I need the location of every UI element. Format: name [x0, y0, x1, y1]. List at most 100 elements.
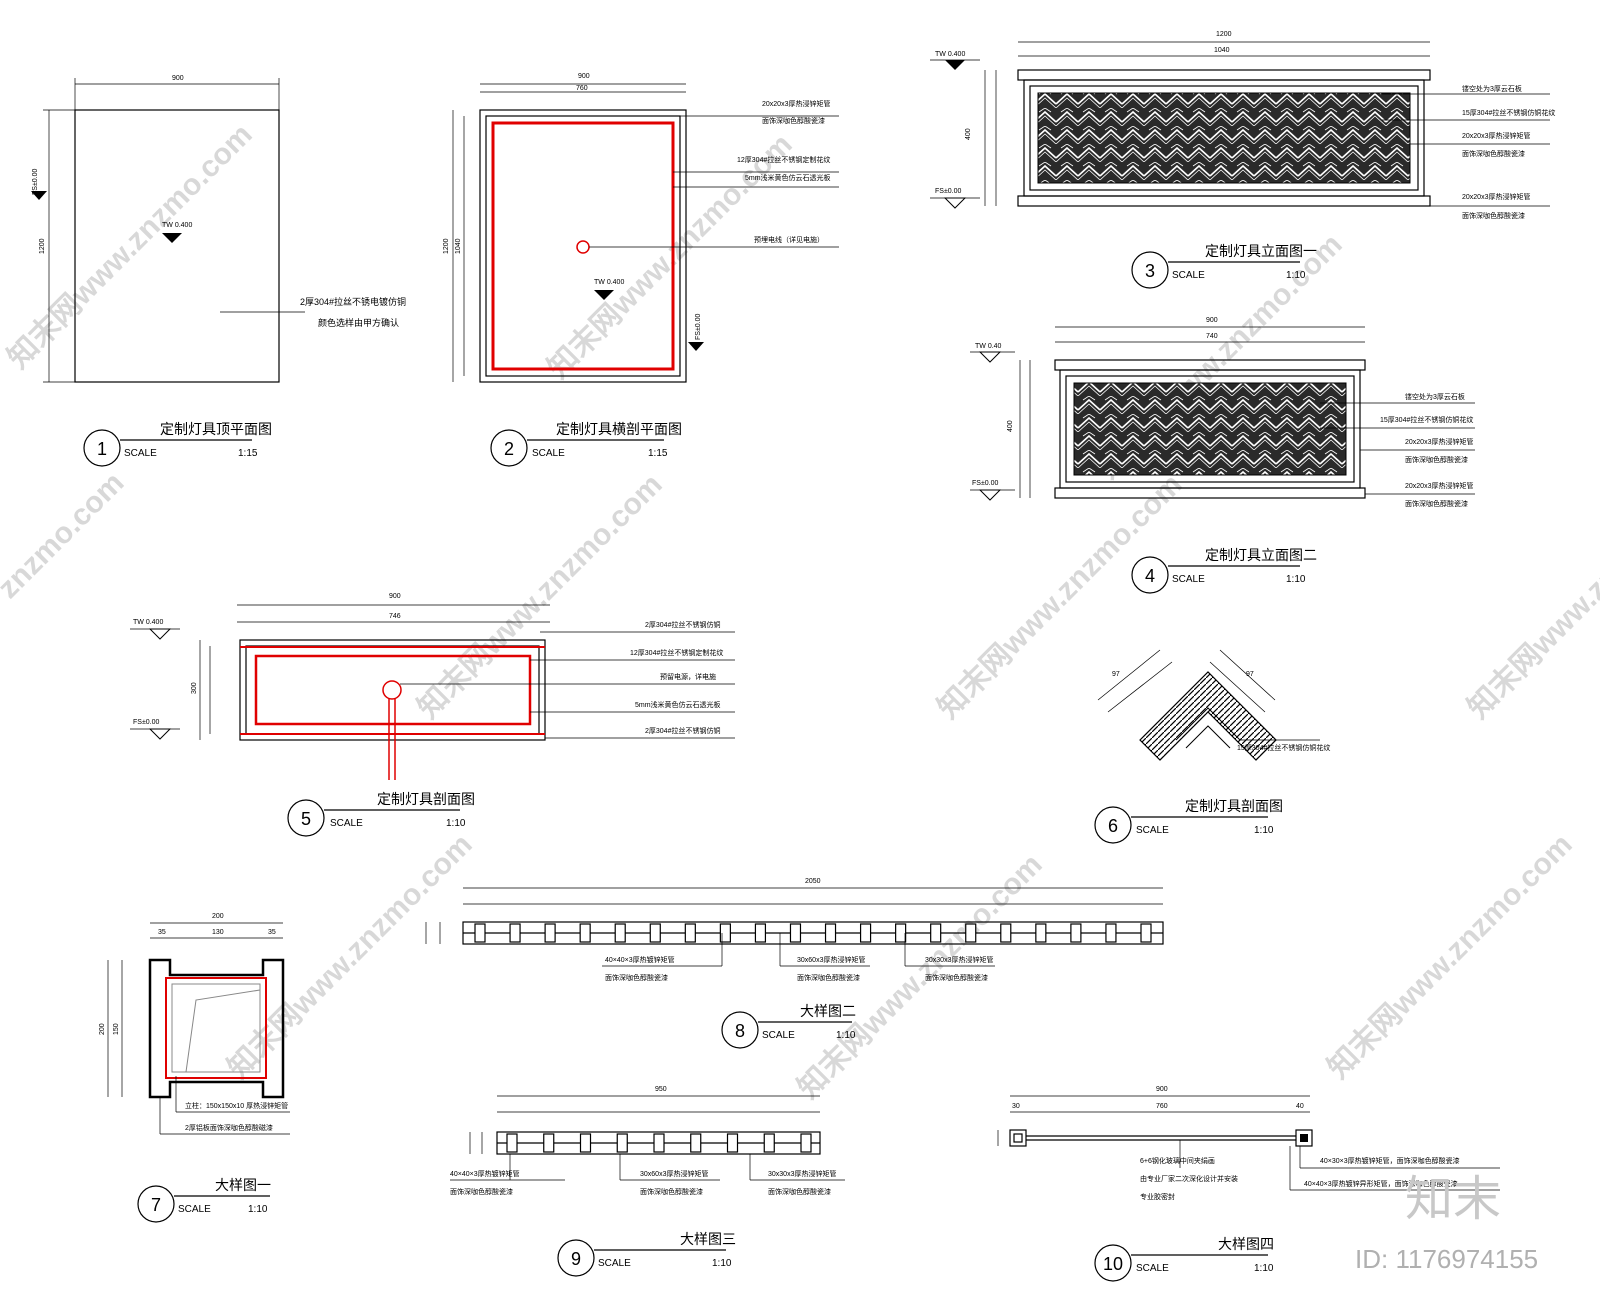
svg-text:面饰深咖色醇酸瓷漆: 面饰深咖色醇酸瓷漆	[1405, 455, 1468, 464]
post-block	[754, 923, 767, 943]
svg-text:15厚304#拉丝不锈钢仿铜花纹: 15厚304#拉丝不锈钢仿铜花纹	[1380, 415, 1473, 424]
post-row	[474, 923, 1152, 943]
svg-text:5: 5	[301, 809, 311, 829]
post-row	[506, 1133, 812, 1153]
svg-text:面饰深咖色醇酸瓷漆: 面饰深咖色醇酸瓷漆	[640, 1187, 703, 1196]
svg-text:面饰深咖色醇酸瓷漆: 面饰深咖色醇酸瓷漆	[768, 1187, 831, 1196]
svg-text:面饰深咖色醇酸瓷漆: 面饰深咖色醇酸瓷漆	[1462, 211, 1525, 220]
svg-text:97: 97	[1112, 671, 1120, 678]
svg-text:预留电源，详电施: 预留电源，详电施	[660, 672, 716, 681]
svg-text:400: 400	[965, 128, 972, 140]
svg-text:900: 900	[578, 73, 590, 80]
svg-text:预埋电线（详见电施）: 预埋电线（详见电施）	[754, 235, 824, 244]
svg-text:1:10: 1:10	[712, 1258, 732, 1269]
post-block	[579, 1133, 592, 1153]
svg-text:SCALE: SCALE	[124, 448, 157, 459]
svg-text:面饰深咖色醇酸瓷漆: 面饰深咖色醇酸瓷漆	[450, 1187, 513, 1196]
post-block	[474, 923, 486, 943]
svg-text:12厚304#拉丝不锈钢定制花纹: 12厚304#拉丝不锈钢定制花纹	[737, 155, 830, 164]
post-block	[965, 923, 977, 943]
svg-text:2厚铝板面饰深咖色醇酸磁漆: 2厚铝板面饰深咖色醇酸磁漆	[185, 1123, 273, 1132]
svg-text:15厚304#拉丝不锈钢仿铜花纹: 15厚304#拉丝不锈钢仿铜花纹	[1237, 743, 1330, 752]
svg-text:1:15: 1:15	[648, 448, 668, 459]
svg-text:200: 200	[99, 1023, 106, 1035]
svg-text:FS±0.00: FS±0.00	[695, 313, 702, 340]
svg-text:TW 0.40: TW 0.40	[975, 343, 1002, 350]
note: 颜色选样由甲方确认	[318, 317, 399, 328]
svg-text:FS±0.00: FS±0.00	[972, 480, 999, 487]
svg-text:300: 300	[191, 682, 198, 694]
post-block	[789, 923, 802, 943]
svg-text:SCALE: SCALE	[1136, 1263, 1169, 1274]
svg-text:SCALE: SCALE	[1172, 270, 1205, 281]
svg-text:TW 0.400: TW 0.400	[133, 619, 163, 626]
svg-text:定制灯具横剖平面图: 定制灯具横剖平面图	[556, 421, 682, 437]
svg-text:4: 4	[1145, 566, 1155, 586]
svg-text:大样图三: 大样图三	[680, 1231, 736, 1247]
svg-text:大样图一: 大样图一	[215, 1177, 271, 1193]
post-block	[653, 1133, 665, 1153]
watermark: 知末网www.znzmo.com	[1322, 828, 1579, 1085]
svg-text:1200: 1200	[1216, 31, 1232, 38]
post-block	[616, 1133, 628, 1153]
svg-text:6: 6	[1108, 816, 1118, 836]
view-number: 1	[97, 439, 107, 459]
post-block	[1035, 923, 1047, 943]
post-block	[506, 1133, 518, 1153]
svg-text:30: 30	[1012, 1103, 1020, 1110]
post-block	[579, 923, 591, 943]
watermark: 知末网www.znzmo.com	[1462, 468, 1600, 725]
svg-text:5mm浅米黄色仿云石透光板: 5mm浅米黄色仿云石透光板	[745, 173, 831, 182]
svg-text:由专业厂家二次深化设计并安装: 由专业厂家二次深化设计并安装	[1140, 1174, 1238, 1183]
svg-text:9: 9	[571, 1249, 581, 1269]
svg-text:FS±0.00: FS±0.00	[133, 719, 160, 726]
svg-text:2050: 2050	[805, 878, 821, 885]
post-block	[509, 923, 521, 943]
svg-text:900: 900	[389, 593, 401, 600]
svg-text:2: 2	[504, 439, 514, 459]
post-block	[1105, 923, 1117, 943]
svg-text:定制灯具立面图二: 定制灯具立面图二	[1205, 547, 1317, 563]
svg-text:SCALE: SCALE	[762, 1030, 795, 1041]
svg-text:1:10: 1:10	[1254, 1263, 1274, 1274]
svg-text:5mm浅米黄色仿云石透光板: 5mm浅米黄色仿云石透光板	[635, 700, 721, 709]
svg-text:TW 0.400: TW 0.400	[935, 51, 965, 58]
svg-text:15厚304#拉丝不锈钢仿铜花纹: 15厚304#拉丝不锈钢仿铜花纹	[1462, 108, 1555, 117]
svg-text:面饰深咖色醇酸瓷漆: 面饰深咖色醇酸瓷漆	[925, 973, 988, 982]
view-4-elevation-2: 900 740 400 TW 0.40 FS±0.00 镂空处为3厚云石板 15…	[970, 317, 1475, 594]
post-block	[800, 1133, 812, 1153]
post-block	[1140, 923, 1152, 943]
svg-text:定制灯具剖面图: 定制灯具剖面图	[377, 791, 475, 807]
view-1-top-plan: 900 1200 FS±0.00 TW 0.400 2厚304#拉丝不锈电镀仿铜…	[31, 75, 406, 467]
svg-text:900: 900	[1156, 1086, 1168, 1093]
svg-text:SCALE: SCALE	[330, 818, 363, 829]
view-6-pattern-section: 97 97 15厚304#拉丝不锈钢仿铜花纹 6 定制灯具剖面图 SCALE 1…	[1094, 649, 1330, 844]
post-block	[684, 923, 696, 943]
svg-text:12厚304#拉丝不锈钢定制花纹: 12厚304#拉丝不锈钢定制花纹	[630, 648, 723, 657]
svg-text:镂空处为3厚云石板: 镂空处为3厚云石板	[1405, 392, 1465, 401]
watermark: 知末网www.znzmo.com	[542, 128, 799, 385]
image-id: ID: 1176974155	[1355, 1244, 1538, 1274]
svg-text:150: 150	[113, 1023, 120, 1035]
post-block	[649, 923, 661, 943]
post-block	[930, 923, 942, 943]
view-3-elevation-1: 1200 1040 400 TW 0.400 FS±0.00 镂空处为3厚云石板…	[930, 31, 1555, 289]
svg-text:35: 35	[158, 929, 166, 936]
svg-text:1:10: 1:10	[446, 818, 466, 829]
svg-text:专业胶密封: 专业胶密封	[1140, 1192, 1175, 1201]
svg-text:大样图四: 大样图四	[1218, 1236, 1274, 1252]
svg-text:900: 900	[1206, 317, 1218, 324]
svg-text:40×30×3厚热镀锌矩管，面饰深咖色醇酸瓷漆: 40×30×3厚热镀锌矩管，面饰深咖色醇酸瓷漆	[1320, 1156, 1460, 1165]
svg-text:40×40×3厚热镀锌异形矩管，面饰深咖色醇酸瓷漆: 40×40×3厚热镀锌异形矩管，面饰深咖色醇酸瓷漆	[1304, 1179, 1458, 1188]
svg-text:200: 200	[212, 913, 224, 920]
post-block	[763, 1133, 775, 1153]
svg-text:3: 3	[1145, 261, 1155, 281]
svg-text:35: 35	[268, 929, 276, 936]
svg-text:30x30x3厚热浸锌矩管: 30x30x3厚热浸锌矩管	[768, 1169, 836, 1178]
svg-text:2厚304#拉丝不锈钢仿铜: 2厚304#拉丝不锈钢仿铜	[645, 620, 720, 629]
svg-text:面饰深咖色醇酸瓷漆: 面饰深咖色醇酸瓷漆	[797, 973, 860, 982]
watermark: znzmo.com	[0, 466, 130, 605]
svg-text:面饰深咖色醇酸瓷漆: 面饰深咖色醇酸瓷漆	[1462, 149, 1525, 158]
post-block	[690, 1133, 702, 1153]
